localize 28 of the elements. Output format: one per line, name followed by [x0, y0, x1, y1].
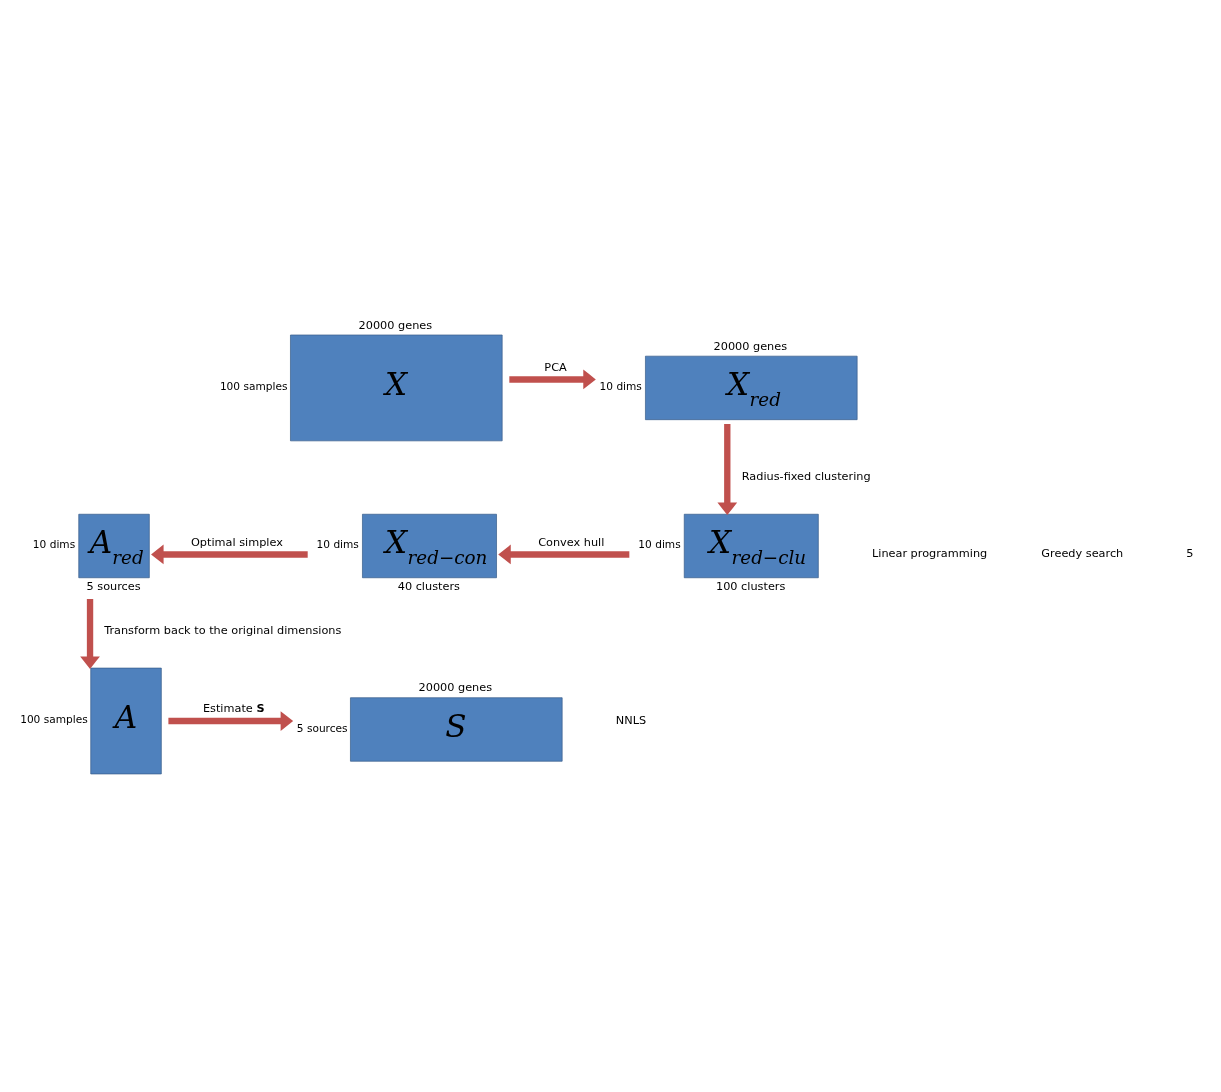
edge-label: Convex hull: [538, 535, 605, 549]
node-label: 100 samples: [20, 713, 88, 726]
label: NNLS: [615, 713, 647, 727]
node-label: 10 dims: [316, 538, 359, 551]
node-label: 10 dims: [32, 538, 76, 551]
node-label: 100 samples: [219, 380, 288, 393]
node-label: 20000 genes: [418, 681, 493, 695]
label: 5: [1186, 547, 1194, 561]
label: Greedy search: [1041, 547, 1124, 561]
edge-label: Radius-fixed clustering: [741, 470, 871, 484]
node-label: 20000 genes: [358, 318, 433, 332]
arrow: [168, 711, 294, 731]
edge-label: PCA: [544, 360, 567, 374]
node-label: 10 dims: [599, 380, 642, 393]
arrow: [717, 423, 738, 516]
node-label: 5 sources: [296, 721, 348, 734]
edge-label: Estimate S: [202, 701, 265, 715]
node-label: 40 clusters: [397, 579, 460, 593]
edge-label: Transform back to the original dimensions: [104, 624, 342, 638]
edge-label: Optimal simplex: [190, 535, 283, 549]
arrow: [151, 544, 308, 565]
arrow: [509, 369, 596, 390]
label: Linear programming: [871, 547, 988, 561]
node-label: 10 dims: [638, 538, 681, 551]
arrow: [498, 544, 630, 565]
node-label: 100 clusters: [716, 579, 786, 593]
node-label: 20000 genes: [713, 339, 788, 353]
node-label: 5 sources: [86, 579, 141, 593]
